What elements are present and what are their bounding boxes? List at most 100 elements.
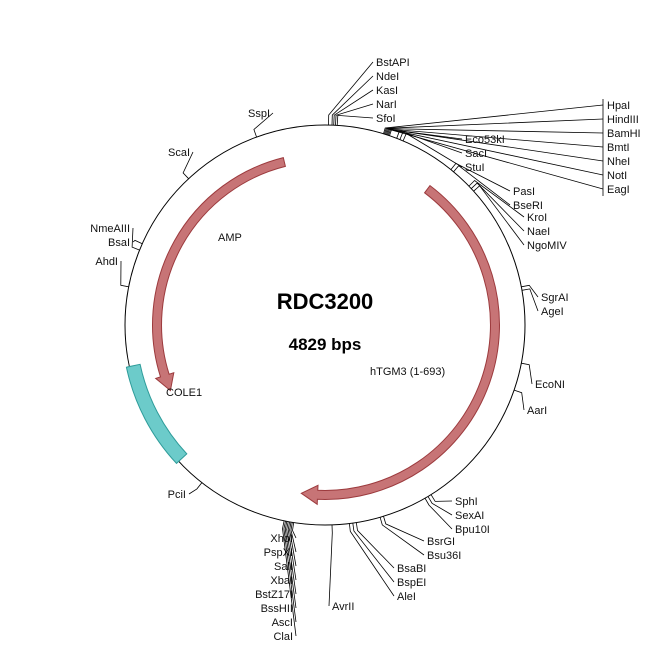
site-line-nari bbox=[335, 103, 374, 126]
site-line-hpai bbox=[383, 104, 604, 134]
site-label-hindiii: HindIII bbox=[607, 114, 639, 126]
site-line-sspi bbox=[253, 112, 274, 138]
site-label-aari: AarI bbox=[527, 405, 547, 417]
site-line-scai bbox=[182, 151, 194, 179]
site-group-sgrai: SgrAI AgeI bbox=[521, 284, 569, 318]
site-line-bsrgi bbox=[383, 516, 425, 542]
site-label-eagi: EagI bbox=[607, 184, 630, 196]
site-group-sspi: SspI bbox=[248, 108, 274, 138]
site-label-sphi: SphI bbox=[455, 496, 478, 508]
site-label-saci: SacI bbox=[465, 148, 487, 160]
site-line-xbai bbox=[287, 521, 297, 581]
site-line-eco53ki bbox=[396, 130, 463, 140]
site-label-econi: EcoNI bbox=[535, 379, 565, 391]
site-line-ndei bbox=[331, 75, 374, 126]
site-line-sali bbox=[289, 522, 297, 567]
site-label-kasi: KasI bbox=[376, 85, 398, 97]
site-group-ahdi: AhdI bbox=[95, 256, 129, 288]
site-label-bsrgi: BsrGI bbox=[427, 536, 455, 548]
site-label-nmeaiii: NmeAIII bbox=[90, 223, 130, 235]
site-group-avrii: AvrII bbox=[328, 524, 354, 613]
backbone-circle bbox=[124, 124, 526, 526]
cole1-box bbox=[125, 363, 188, 465]
site-label-ndei: NdeI bbox=[376, 71, 399, 83]
site-line-pspxi bbox=[290, 522, 297, 553]
site-line-ngomiv bbox=[473, 185, 525, 246]
site-label-hpai: HpaI bbox=[607, 100, 630, 112]
site-label-sspi: SspI bbox=[248, 108, 270, 120]
site-line-aari bbox=[513, 389, 525, 411]
site-line-sfoi bbox=[336, 114, 374, 126]
site-line-hindiii bbox=[384, 118, 604, 135]
site-label-avrii: AvrII bbox=[332, 601, 354, 613]
site-label-nari: NarI bbox=[376, 99, 397, 111]
site-line-kroi bbox=[468, 179, 525, 218]
site-label-ahdi: AhdI bbox=[95, 256, 118, 268]
site-group-bsrgi: BsrGI Bsu36I bbox=[379, 516, 461, 562]
site-line-sphi bbox=[430, 494, 453, 502]
site-line-bsshii bbox=[284, 521, 297, 609]
site-group-pcii: PciI bbox=[168, 482, 203, 501]
site-label-bpu10i: Bpu10I bbox=[455, 524, 490, 536]
site-label-bseri: BseRI bbox=[513, 200, 543, 212]
site-group-sphi: SphI SexAI Bpu10I bbox=[424, 494, 490, 536]
site-label-agei: AgeI bbox=[541, 306, 564, 318]
plasmid-name: RDC3200 bbox=[277, 289, 374, 314]
site-line-bseri bbox=[453, 165, 511, 206]
site-label-bspei: BspEI bbox=[397, 577, 426, 589]
site-line-naei bbox=[471, 182, 525, 232]
site-line-avrii bbox=[328, 524, 333, 607]
site-line-ahdi bbox=[120, 260, 129, 288]
site-line-sgrai bbox=[521, 284, 539, 298]
site-line-nmeaiii bbox=[131, 227, 140, 251]
site-line-noti bbox=[388, 129, 604, 176]
site-label-bsai: BsaI bbox=[108, 237, 130, 249]
site-line-asci bbox=[283, 521, 297, 623]
site-group-scai: ScaI bbox=[168, 147, 194, 179]
site-line-bsu36i bbox=[379, 517, 425, 556]
amp-arrow bbox=[152, 156, 287, 392]
site-line-xhoi bbox=[292, 522, 297, 539]
site-line-sexai bbox=[427, 496, 453, 516]
site-line-kasi bbox=[333, 89, 374, 126]
site-line-bspei bbox=[352, 523, 395, 583]
site-label-ngomiv: NgoMIV bbox=[527, 240, 567, 252]
site-label-bstz17i: BstZ17I bbox=[255, 589, 293, 601]
site-label-eco53ki: Eco53kI bbox=[465, 134, 505, 146]
site-label-clai: ClaI bbox=[273, 631, 293, 643]
cole1-label: COLE1 bbox=[166, 387, 202, 399]
site-label-asci: AscI bbox=[272, 617, 293, 629]
site-label-bsu36i: Bsu36I bbox=[427, 550, 461, 562]
site-line-bpu10i bbox=[424, 497, 453, 530]
site-label-stui: StuI bbox=[465, 162, 485, 174]
site-group-hpai: HpaI HindIII BamHI BmtI NheI NotI EagI bbox=[383, 99, 641, 196]
site-line-bstapi bbox=[328, 61, 374, 126]
site-label-bamhi: BamHI bbox=[607, 128, 641, 140]
site-group-eco53ki: Eco53kI SacI StuI bbox=[396, 130, 505, 174]
site-label-pcii: PciI bbox=[168, 489, 186, 501]
site-line-stui bbox=[402, 132, 463, 168]
site-label-alei: AleI bbox=[397, 591, 416, 603]
site-group-nmeaiii: NmeAIII BsaI bbox=[90, 223, 143, 251]
site-label-noti: NotI bbox=[607, 170, 627, 182]
site-label-scai: ScaI bbox=[168, 147, 190, 159]
site-label-bsabi: BsaBI bbox=[397, 563, 426, 575]
site-label-nhei: NheI bbox=[607, 156, 630, 168]
site-line-bsabi bbox=[355, 522, 395, 569]
site-label-xbai: XbaI bbox=[270, 575, 293, 587]
site-label-sgrai: SgrAI bbox=[541, 292, 569, 304]
site-line-pcii bbox=[188, 482, 203, 495]
site-group-econi: EcoNI bbox=[521, 362, 565, 391]
site-line-bamhi bbox=[385, 128, 604, 135]
htgm3-arrow bbox=[300, 184, 500, 506]
site-line-bstz17i bbox=[286, 521, 297, 595]
site-label-sexai: SexAI bbox=[455, 510, 484, 522]
site-line-alei bbox=[349, 523, 395, 597]
site-label-bsshii: BssHII bbox=[261, 603, 293, 615]
site-label-bmti: BmtI bbox=[607, 142, 630, 154]
